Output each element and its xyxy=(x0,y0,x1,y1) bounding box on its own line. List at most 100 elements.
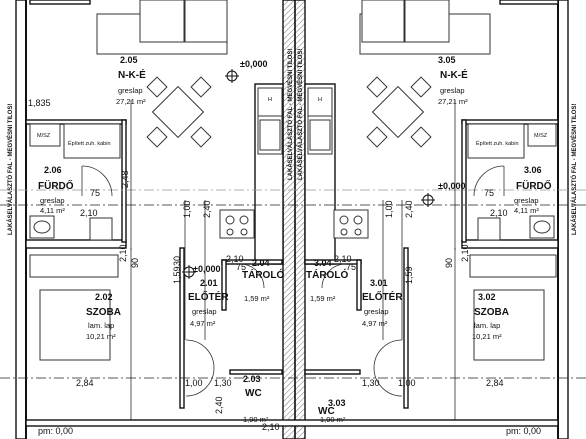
room-area-2-01: 4,97 m² xyxy=(190,319,216,328)
room-name-3-06: FÜRDŐ xyxy=(516,179,552,192)
dining-table-right xyxy=(366,76,432,148)
room-area-3-03: 1,90 m² xyxy=(320,415,346,424)
elevation-markers xyxy=(182,69,435,279)
room-id-2-03: 2.03 xyxy=(243,374,261,384)
room-name-3-02: SZOBA xyxy=(474,307,509,318)
wall-note-4: LAKÁSELVÁLASZTÓ FAL - MEGVÉSNI TILOS! xyxy=(570,104,578,235)
cabin-label-right: Épített zuh. kabin xyxy=(476,140,519,147)
room-area-3-01: 4,97 m² xyxy=(362,319,388,328)
dim-210-left-b: 2,10 xyxy=(118,244,128,262)
room-id-2-05: 2.05 xyxy=(120,55,138,65)
pm-label-right: pm: 0,00 xyxy=(506,426,541,436)
dim-150-left: 2,10 xyxy=(262,422,280,432)
room-name-2-04: TÁROLÓ xyxy=(242,268,284,281)
room-name-2-05: N-K-É xyxy=(118,68,146,81)
room-floor-2-06: greslap xyxy=(40,196,65,205)
dim-75-hall: 75 xyxy=(236,262,246,272)
elevation-label-nke: ±0,000 xyxy=(240,59,267,69)
wardrobes xyxy=(29,254,557,361)
room-area-3-06: 4,11 m² xyxy=(514,206,539,215)
room-id-3-02: 3.02 xyxy=(478,292,496,302)
cabin-label-left: Épített zuh. kabin xyxy=(68,140,111,147)
msz-label-left: M/SZ xyxy=(37,133,51,139)
room-name-3-04: TÁROLÓ xyxy=(306,268,348,281)
door-swings xyxy=(81,165,505,397)
dim-210-hall: 2,10 xyxy=(226,254,244,264)
bath-fixtures-left xyxy=(29,123,121,241)
dim-159-left: 1,59 xyxy=(172,266,182,284)
room-id-3-06: 3.06 xyxy=(524,165,542,175)
room-id-3-01: 3.01 xyxy=(370,278,388,288)
dim-240-right: 2,40 xyxy=(404,200,414,218)
room-id-3-04: 3.04 xyxy=(314,258,332,268)
room-id-2-02: 2.02 xyxy=(95,292,113,302)
room-area-3-02: 10,21 m² xyxy=(472,332,502,341)
axis-lines xyxy=(0,189,586,379)
room-area-2-02: 10,21 m² xyxy=(86,332,116,341)
dim-240-left: 2,40 xyxy=(202,200,212,218)
hood-label-right: H xyxy=(318,97,322,103)
dimension-lines xyxy=(130,100,456,420)
dim-100-right: 1,00 xyxy=(384,200,394,218)
room-name-2-03: WC xyxy=(245,388,262,399)
dim-75-right: 75 xyxy=(484,188,494,198)
room-id-2-01: 2.01 xyxy=(200,278,218,288)
room-area-2-03: 1,90 m² xyxy=(243,415,269,424)
room-name-2-06: FÜRDŐ xyxy=(38,179,74,192)
room-name-2-02: SZOBA xyxy=(86,307,121,318)
room-id-2-06: 2.06 xyxy=(44,165,62,175)
dim-284-left: 2,84 xyxy=(76,378,94,388)
room-floor-2-01: greslap xyxy=(192,307,217,316)
room-name-3-01: ELŐTÉR xyxy=(362,290,403,303)
dim-75-left: 75 xyxy=(90,188,100,198)
dim-284-right: 2,84 xyxy=(486,378,504,388)
room-floor-3-06: greslap xyxy=(514,196,539,205)
wall-note-1: LAKÁSELVÁLASZTÓ FAL - MEGVÉSNI TILOS! xyxy=(6,104,14,235)
room-area-2-05: 27,21 m² xyxy=(116,97,146,106)
wall-note-2: LAKÁSELVÁLASZTÓ FAL - MEGVÉSNI TILOS! xyxy=(286,49,294,180)
sofa-left xyxy=(96,0,228,55)
room-area-3-05: 27,21 m² xyxy=(438,97,468,106)
dim-248: 2,48 xyxy=(120,170,130,188)
kitchen-right xyxy=(307,87,369,239)
room-name-3-05: N-K-É xyxy=(440,68,468,81)
dim-210-left: 2,10 xyxy=(80,208,98,218)
dim-100-bottom-right: 1,00 xyxy=(398,378,416,388)
room-floor-2-05: greslap xyxy=(118,86,143,95)
room-id-3-03: 3.03 xyxy=(328,398,346,408)
sofa-right xyxy=(359,0,491,55)
dim-90-right: 90 xyxy=(444,258,454,268)
dim-130-left: 1,30 xyxy=(214,378,232,388)
room-area-2-04: 1,59 m² xyxy=(244,294,270,303)
dim-75-hall-right: 75 xyxy=(346,262,356,272)
dim-90-left: 90 xyxy=(130,258,140,268)
wall-note-3: LAKÁSELVÁLASZTÓ FAL - MEGVÉSNI TILOS! xyxy=(296,49,304,180)
room-name-2-01: ELŐTÉR xyxy=(188,290,229,303)
bath-fixtures-right xyxy=(467,123,557,241)
room-id-2-04: 2.04 xyxy=(252,258,270,268)
room-floor-3-05: greslap xyxy=(440,86,465,95)
dining-table-left xyxy=(146,76,212,148)
dim-1835: 1,835 xyxy=(28,98,51,108)
room-id-3-05: 3.05 xyxy=(438,55,456,65)
hood-label-left: H xyxy=(268,97,272,103)
room-floor-2-02: lam. lap xyxy=(88,321,114,330)
dim-159-right: 1,59 xyxy=(404,266,414,284)
dim-100-left: 1,00 xyxy=(182,200,192,218)
room-area-3-04: 1,59 m² xyxy=(310,294,336,303)
pm-label-left: pm: 0,00 xyxy=(38,426,73,436)
room-floor-3-01: greslap xyxy=(364,307,389,316)
room-area-2-06: 4,11 m² xyxy=(40,206,65,215)
dim-100-bottom-left: 1,00 xyxy=(185,378,203,388)
room-floor-3-02: lam. lap xyxy=(474,321,500,330)
room-name-3-03: WC xyxy=(318,406,335,417)
dim-210-right: 2,10 xyxy=(490,208,508,218)
msz-label-right: M/SZ xyxy=(534,133,548,139)
dim-210-right-b: 2,10 xyxy=(460,244,470,262)
kitchen-left xyxy=(219,87,283,239)
elevation-label-right: ±0,000 xyxy=(438,181,465,191)
dim-30-left: 30 xyxy=(172,256,182,266)
elevation-label-hall: ±0,000 xyxy=(193,264,220,274)
dim-210-hall-right: 2,10 xyxy=(334,254,352,264)
